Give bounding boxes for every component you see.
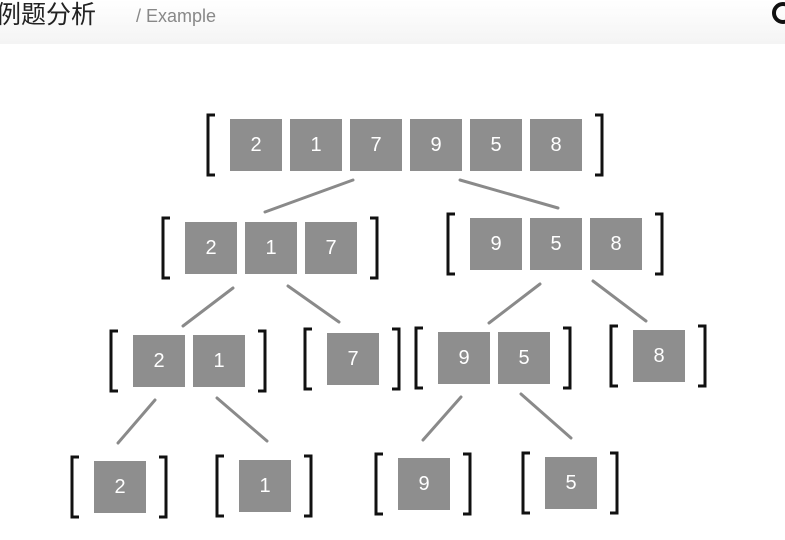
array-node-right: 9 5 8 [446,212,664,276]
cell-value: 5 [490,134,501,156]
array-node-leaf-9: 9 [374,452,472,516]
right-bracket [392,327,401,391]
array-cell [470,218,522,270]
right-bracket [698,324,707,388]
cell-value: 2 [153,350,164,372]
slide-subtitle: / Example [136,6,217,26]
left-bracket [374,452,383,516]
cell-value: 5 [518,347,529,369]
left-bracket [215,454,224,518]
array-cell [239,460,291,512]
array-node-leaf-2: 2 [70,455,168,519]
right-bracket [655,212,664,276]
array-cell [633,330,685,382]
array-cell [185,222,237,274]
left-bracket [206,113,215,177]
cell-value: 8 [653,345,664,367]
cell-value: 5 [550,233,561,255]
cell-value: 7 [347,348,358,370]
array-cell [327,333,379,385]
array-cell [350,119,402,171]
array-cell [245,222,297,274]
tree-edge [421,395,463,442]
tree-edge [286,284,341,324]
array-node-root: 2 1 7 9 5 8 [206,113,604,177]
left-bracket [446,212,455,276]
cell-value: 7 [370,134,381,156]
cell-value: 9 [418,473,429,495]
array-cell [94,461,146,513]
cell-value: 9 [458,347,469,369]
left-bracket [161,216,170,280]
array-cell [193,335,245,387]
tree-edge [215,396,269,443]
array-cell [530,218,582,270]
array-node-left: 2 1 7 [161,216,379,280]
cell-value: 7 [325,237,336,259]
right-bracket [304,454,313,518]
tree-edge [181,286,235,328]
tree-edge [487,282,542,325]
tree-edge [519,392,573,440]
array-node-leaf-1: 1 [215,454,313,518]
tree-edge [263,178,355,214]
cell-value: 2 [114,476,125,498]
array-cell [545,457,597,509]
cell-value: 1 [265,237,276,259]
tree-edge [116,398,157,445]
right-bracket [463,452,472,516]
cell-value: 8 [610,233,621,255]
tree-edge [458,178,560,210]
cell-value: 2 [205,237,216,259]
cell-value: 9 [430,134,441,156]
cell-value: 1 [259,475,270,497]
left-bracket [521,451,530,515]
left-bracket [70,455,79,519]
tree-edge [591,279,648,323]
array-node-left-right: 7 [303,327,401,391]
left-bracket [303,327,312,391]
cell-value: 8 [550,134,561,156]
array-cell [470,119,522,171]
array-cell [498,332,550,384]
slide-title: 例题分析 [0,0,97,29]
array-cell [230,119,282,171]
array-cell [438,332,490,384]
right-bracket [370,216,379,280]
array-cell [398,458,450,510]
slide-header: 例题分析 / Example [0,0,785,44]
array-node-leaf-5: 5 [521,451,619,515]
cell-value: 2 [250,134,261,156]
cell-value: 1 [213,350,224,372]
cell-value: 5 [565,472,576,494]
array-cell [133,335,185,387]
array-cell [530,119,582,171]
circle-icon [772,2,785,24]
array-cell [590,218,642,270]
left-bracket [109,329,118,393]
right-bracket [610,451,619,515]
cell-value: 9 [490,233,501,255]
left-bracket [609,324,618,388]
array-cell [410,119,462,171]
array-node-right-right: 8 [609,324,707,388]
right-bracket [159,455,168,519]
array-cell [305,222,357,274]
right-bracket [595,113,604,177]
right-bracket [258,329,267,393]
right-bracket [563,326,572,390]
cell-value: 1 [310,134,321,156]
array-cell [290,119,342,171]
left-bracket [414,326,423,390]
